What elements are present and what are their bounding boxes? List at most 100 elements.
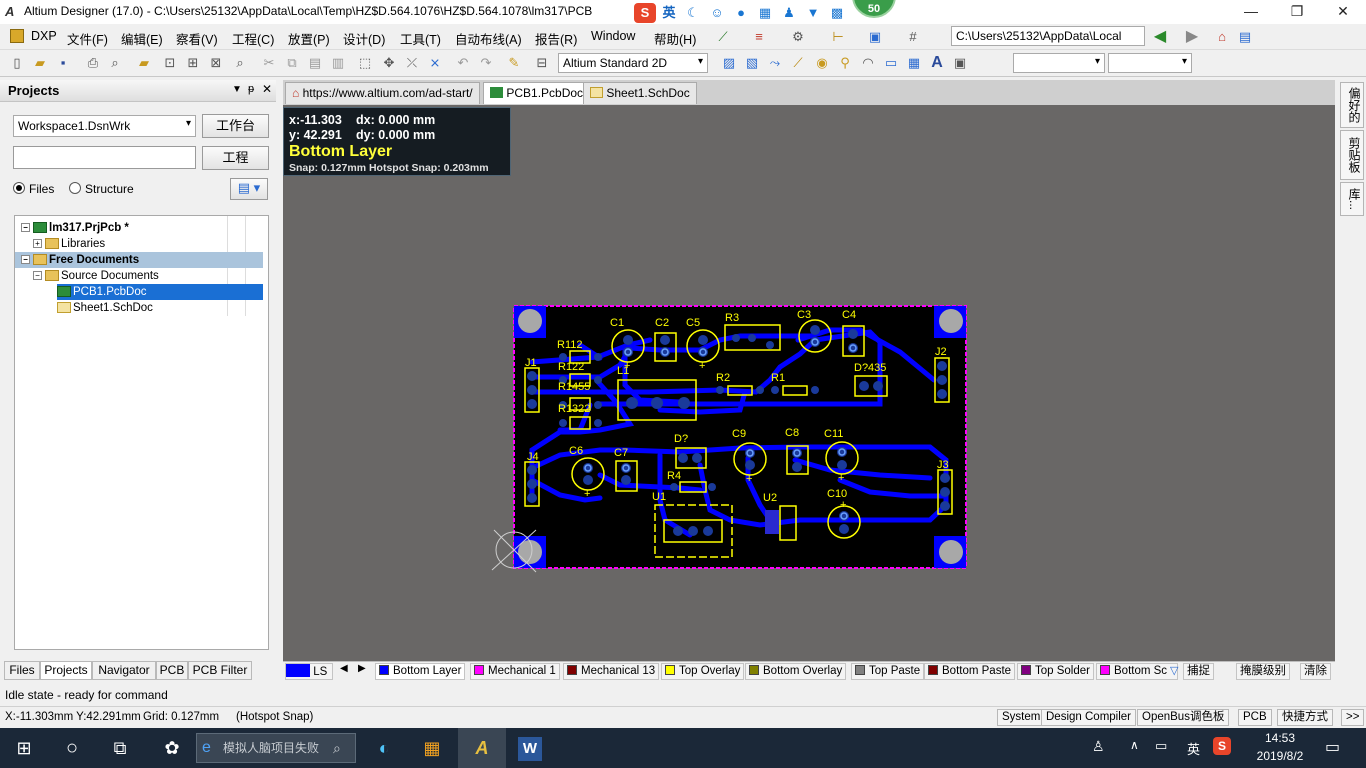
interactive-route-icon[interactable]: ▨ [722,55,736,70]
mic-icon[interactable]: ● [737,5,745,20]
new-icon[interactable]: ▯ [13,55,21,70]
ime-toolbar[interactable]: S 英 ☾ ☺ ● ▦ ♟ ▼ ▩ [632,1,864,25]
undo-icon[interactable]: ↶ [457,55,469,70]
tab-pcb-filter[interactable]: PCB Filter [188,661,252,680]
diff-pair-icon[interactable]: ▧ [745,55,759,70]
grid-icon[interactable]: ▩ [830,5,844,20]
keyboard-tray-icon[interactable]: ▭ [1155,738,1168,753]
tab-files[interactable]: Files [4,661,40,680]
tree-item-pcb1[interactable]: PCB1.PcbDoc [57,284,263,300]
track-icon[interactable]: ⟋ [793,55,803,70]
pcb-board[interactable]: C1 C2 C5 R3 C3 C4 R112 R122 R1455 R1322 … [283,105,1335,661]
menu-project[interactable]: 工程(C) [232,33,275,47]
tree-item-sheet1[interactable]: Sheet1.SchDoc [57,300,153,316]
app-winrar-icon[interactable]: ▦ [423,738,441,758]
layer-tab-top-overlay[interactable]: Top Overlay [661,663,745,680]
tab-clipboard[interactable]: 剪贴板 [1340,130,1364,180]
forward-icon[interactable]: ▶ [1185,28,1199,45]
home-icon[interactable]: ⌂ [1218,29,1226,44]
tab-pcb[interactable]: PCB [156,661,188,680]
workspace-select[interactable]: Workspace1.DsnWrk [13,115,196,137]
clear-filter-icon[interactable]: ⨯ [429,55,441,70]
pad-icon[interactable]: ◉ [816,55,828,70]
more-button[interactable]: >> [1341,709,1365,726]
menu-dxp[interactable]: DXP [31,29,57,43]
project-tree[interactable]: −lm317.PrjPcb * +Libraries −Free Documen… [14,215,269,650]
sogou-logo-icon[interactable]: S [634,3,656,23]
minimize-button[interactable]: — [1244,3,1258,19]
deselect-icon[interactable]: ⤫ [406,55,418,70]
maximize-button[interactable]: ❐ [1290,3,1304,19]
tab-navigator[interactable]: Navigator [92,661,156,680]
close-button[interactable]: ✕ [1337,3,1349,19]
project-options-button[interactable]: ▤ ▾ [230,178,268,200]
open-project-icon[interactable]: ▰ [139,55,149,70]
menu-design[interactable]: 设计(D) [343,33,386,47]
zoom-filter-icon[interactable]: ⌕ [236,55,244,70]
component-icon[interactable]: ⚙ [792,29,804,44]
shortcuts-button[interactable]: 快捷方式 [1277,709,1333,726]
moon-icon[interactable]: ☾ [687,5,699,20]
menu-window[interactable]: Window [591,29,636,43]
layer-tab-bottom-paste[interactable]: Bottom Paste [924,663,1016,680]
menu-tools[interactable]: 工具(T) [400,33,441,47]
smile-icon[interactable]: ☺ [710,5,724,20]
layer-tab-mechanical13[interactable]: Mechanical 13 [563,663,660,680]
tree-item-source-documents[interactable]: −Source Documents [33,268,159,284]
zoom-selected-icon[interactable]: ⊠ [210,55,222,70]
task-view-icon[interactable]: ⧉ [113,738,127,758]
save-icon[interactable]: ▪ [60,55,66,70]
fill-icon[interactable]: ▭ [884,55,898,70]
layer-tab-top-paste[interactable]: Top Paste [851,663,925,680]
string-icon[interactable]: A [931,54,943,71]
tree-item-project[interactable]: −lm317.PrjPcb * [21,220,129,236]
panel-menu-icon[interactable]: ▼ [232,84,242,95]
grid-menu-icon[interactable]: # [909,29,917,44]
cut-icon[interactable]: ✂ [263,55,275,70]
menu-edit[interactable]: 编辑(E) [121,33,163,47]
pcb-panel-button[interactable]: PCB [1238,709,1272,726]
cross-probe-icon[interactable]: ✎ [508,55,520,70]
browse-icon[interactable]: ⊟ [536,55,548,70]
layer-tab-bottom-overlay[interactable]: Bottom Overlay [745,663,847,680]
menu-place[interactable]: 放置(P) [288,33,330,47]
project-button[interactable]: 工程 [202,146,269,170]
bookmark-icon[interactable]: ▤ [1238,29,1252,44]
panel-close-icon[interactable]: ✕ [262,82,273,96]
app-word-icon[interactable]: W [506,728,554,768]
dimension-icon[interactable]: ⊢ [832,29,844,44]
multi-route-icon[interactable]: ⤳ [769,55,781,70]
via-icon[interactable]: ⚲ [840,55,850,70]
structure-radio[interactable] [69,182,81,194]
arc-icon[interactable]: ◠ [862,55,874,70]
clock-date[interactable]: 2019/8/2 [1256,749,1304,763]
app-altium-icon[interactable]: A [458,728,506,768]
cortana-icon[interactable]: ○ [65,737,79,759]
room-icon[interactable]: ▣ [868,29,882,44]
component-place-icon[interactable]: ▣ [953,55,967,70]
layer-prev-icon[interactable]: ◀ [340,663,348,674]
windows-start-icon[interactable]: ⊞ [16,738,32,758]
menu-file[interactable]: 文件(F) [67,33,108,47]
mask-level-button[interactable]: 掩膜级别 [1236,663,1290,680]
route-icon[interactable]: ⟋ [718,29,728,44]
taskbar-search[interactable]: e 模拟人脑项目失败 ⌕ [196,733,356,763]
tab-projects[interactable]: Projects [40,661,92,680]
redo-icon[interactable]: ↷ [480,55,492,70]
ime-lang-toggle[interactable]: 英 [662,5,676,20]
keyboard-icon[interactable]: ▦ [758,5,772,20]
app-browser-icon[interactable]: ◐ [378,738,390,758]
app-flower-icon[interactable]: ✿ [164,738,180,758]
layer-next-icon[interactable]: ▶ [358,663,366,674]
tab-pcb1[interactable]: PCB1.PcbDoc [483,82,591,104]
snap-button[interactable]: 捕捉 [1183,663,1214,680]
print-preview-icon[interactable]: ⌕ [111,55,119,70]
workspace-button[interactable]: 工作台 [202,114,269,138]
tab-sheet1[interactable]: Sheet1.SchDoc [583,82,697,104]
tab-libraries[interactable]: 库... [1340,182,1364,216]
clear-button[interactable]: 清除 [1300,663,1331,680]
move-icon[interactable]: ✥ [383,55,395,70]
view-config-select[interactable]: Altium Standard 2D [558,53,708,73]
open-icon[interactable]: ▰ [35,55,45,70]
zoom-area-icon[interactable]: ⊞ [187,55,199,70]
